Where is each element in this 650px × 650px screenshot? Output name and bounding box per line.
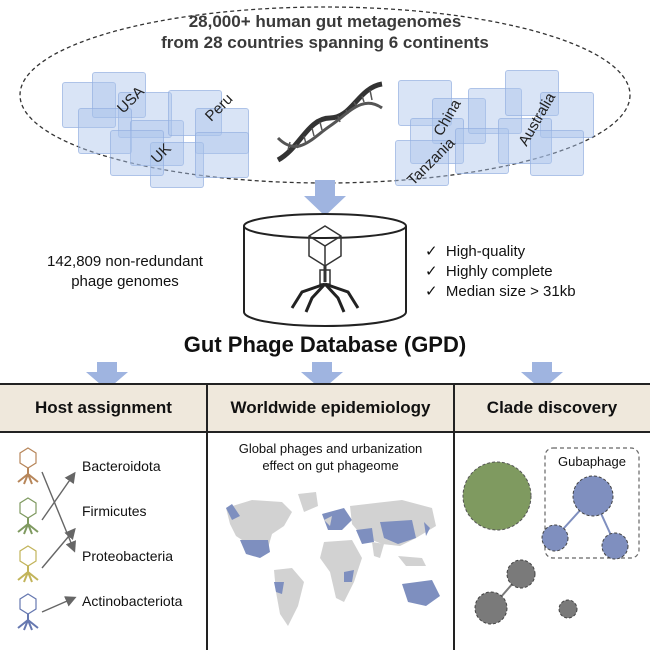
phage-icon xyxy=(17,593,39,631)
column-divider xyxy=(206,383,208,650)
column-divider xyxy=(453,383,455,650)
left-sample-cluster xyxy=(0,0,650,200)
dna-icon xyxy=(276,81,383,163)
gray-clade-node xyxy=(506,559,536,589)
metagenome-title-line2: from 28 countries spanning 6 continents xyxy=(161,33,489,52)
worldwide-epidemiology-header: Worldwide epidemiology xyxy=(230,398,431,417)
gpd-title: Gut Phage Database (GPD) xyxy=(183,332,467,357)
taxon-proteobacteria: Proteobacteria xyxy=(82,548,174,564)
check-item: ✓ Highly complete xyxy=(425,263,553,280)
taxon-actinobacteriota: Actinobacteriota xyxy=(82,593,183,609)
check-icon: ✓ xyxy=(425,263,438,280)
column-arrows xyxy=(86,362,563,390)
phage-icon xyxy=(17,497,39,535)
green-clade-node xyxy=(462,461,532,531)
gubaphage-label: Gubaphage xyxy=(558,454,626,469)
quality-check-list: ✓ High-quality ✓ Highly complete ✓ Media… xyxy=(425,242,576,302)
gubaphage-node xyxy=(572,475,614,517)
taxon-firmicutes: Firmicutes xyxy=(82,503,147,519)
host-assignment-header: Host assignment xyxy=(35,398,172,417)
phage-icon xyxy=(290,225,360,313)
gubaphage-box xyxy=(544,447,640,559)
clade-discovery-header: Clade discovery xyxy=(486,398,618,417)
phage-icon xyxy=(17,447,39,485)
gray-clade-node xyxy=(558,599,578,619)
genome-count-text: 142,809 non-redundant phage genomes xyxy=(47,253,203,290)
gubaphage-node xyxy=(541,524,569,552)
gray-clade-node xyxy=(474,591,508,625)
check-icon: ✓ xyxy=(425,283,438,300)
check-item: ✓ Median size > 31kb xyxy=(425,283,576,300)
epidemiology-caption: Global phages and urbanization effect on… xyxy=(238,441,423,473)
phage-icon xyxy=(17,545,39,583)
taxon-bacteroidota: Bacteroidota xyxy=(82,458,161,474)
gubaphage-node xyxy=(601,532,629,560)
host-phage-diagram xyxy=(17,447,77,631)
column-header-band xyxy=(0,383,650,433)
metagenome-title-line1: 28,000+ human gut metagenomes xyxy=(188,12,462,31)
check-item: ✓ High-quality xyxy=(425,243,526,260)
check-icon: ✓ xyxy=(425,243,438,260)
clade-network-diagram xyxy=(462,447,640,625)
world-map-icon xyxy=(226,492,440,626)
database-cylinder-icon xyxy=(243,213,407,327)
down-arrow-to-database xyxy=(304,180,346,216)
